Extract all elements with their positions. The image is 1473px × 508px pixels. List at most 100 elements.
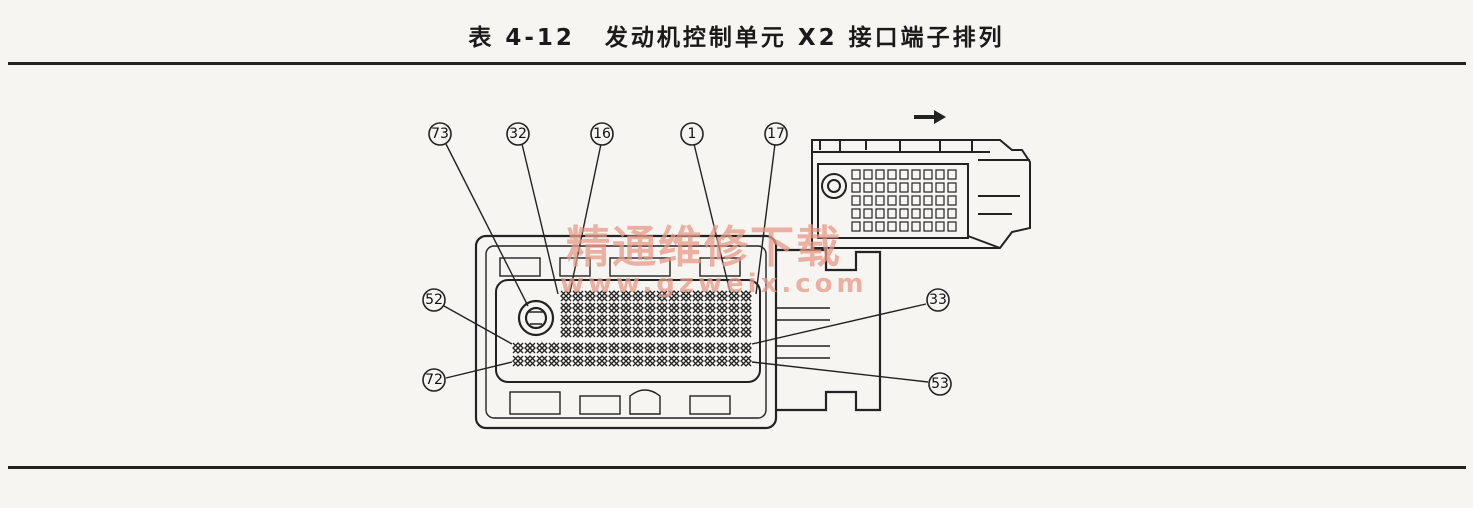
pin-cell bbox=[512, 355, 524, 367]
small-pin-cell bbox=[923, 195, 933, 206]
top-rule bbox=[8, 62, 1466, 65]
pin-cell bbox=[644, 314, 656, 326]
pin-cell bbox=[644, 326, 656, 338]
pin-cell bbox=[692, 290, 704, 302]
pin-cell bbox=[572, 342, 584, 354]
svg-text:33: 33 bbox=[929, 292, 947, 308]
svg-text:17: 17 bbox=[767, 126, 785, 142]
small-pin-cell bbox=[923, 208, 933, 219]
pin-cell bbox=[536, 342, 548, 354]
pin-cell bbox=[596, 342, 608, 354]
pin-cell bbox=[740, 355, 752, 367]
small-pin-cell bbox=[935, 182, 945, 193]
pin-cell bbox=[632, 314, 644, 326]
pin-cell bbox=[692, 314, 704, 326]
pin-cell bbox=[656, 314, 668, 326]
callout-52: 52 bbox=[422, 288, 446, 312]
callout-73: 73 bbox=[428, 122, 452, 146]
pin-cell bbox=[572, 355, 584, 367]
pin-cell bbox=[740, 302, 752, 314]
pin-cell bbox=[548, 355, 560, 367]
pin-cell bbox=[620, 326, 632, 338]
small-pin-cell bbox=[899, 221, 909, 232]
small-pin-cell bbox=[947, 169, 957, 180]
callout-leaders bbox=[443, 143, 929, 383]
pin-cell bbox=[728, 314, 740, 326]
pin-cell bbox=[704, 290, 716, 302]
pin-cell bbox=[596, 302, 608, 314]
pin-cell bbox=[668, 314, 680, 326]
small-pin-cell bbox=[899, 195, 909, 206]
pin-cell bbox=[728, 342, 740, 354]
pin-cell bbox=[560, 355, 572, 367]
watermark-text: 精通维修下载 bbox=[566, 222, 842, 273]
pin-cell bbox=[524, 355, 536, 367]
small-pin-cell bbox=[911, 221, 921, 232]
small-pin-cell bbox=[899, 169, 909, 180]
small-pin-cell bbox=[863, 169, 873, 180]
svg-text:32: 32 bbox=[509, 126, 527, 142]
svg-text:1: 1 bbox=[688, 126, 697, 142]
pin-cell bbox=[644, 302, 656, 314]
pin-cell bbox=[584, 355, 596, 367]
pin-cell bbox=[620, 314, 632, 326]
pin-cell bbox=[728, 326, 740, 338]
table-number: 表 4-12 bbox=[468, 25, 575, 51]
pin-cell bbox=[704, 314, 716, 326]
pin-cell bbox=[680, 314, 692, 326]
small-pin-cell bbox=[851, 195, 861, 206]
small-pin-cell bbox=[899, 208, 909, 219]
pin-cell bbox=[584, 314, 596, 326]
small-pin-cell bbox=[863, 195, 873, 206]
pin-cell bbox=[740, 326, 752, 338]
pin-cell bbox=[704, 326, 716, 338]
pin-cell bbox=[692, 355, 704, 367]
callout-16: 16 bbox=[590, 122, 614, 146]
pin-cell bbox=[560, 326, 572, 338]
pin-cell bbox=[644, 355, 656, 367]
pin-cell bbox=[668, 290, 680, 302]
pin-cell bbox=[584, 290, 596, 302]
small-pin-cell bbox=[935, 195, 945, 206]
pin-cell bbox=[668, 342, 680, 354]
pin-cell bbox=[572, 314, 584, 326]
small-pin-cell bbox=[935, 169, 945, 180]
pin-cell bbox=[524, 342, 536, 354]
small-pin-cell bbox=[935, 221, 945, 232]
pin-cell bbox=[608, 302, 620, 314]
pin-cell bbox=[656, 355, 668, 367]
small-pin-cell bbox=[947, 208, 957, 219]
pin-cell bbox=[656, 302, 668, 314]
small-pin-cell bbox=[911, 195, 921, 206]
pin-cell bbox=[572, 290, 584, 302]
pin-cell bbox=[728, 302, 740, 314]
pin-cell bbox=[632, 326, 644, 338]
small-pin-cell bbox=[851, 208, 861, 219]
pin-cell bbox=[680, 326, 692, 338]
svg-text:72: 72 bbox=[425, 372, 443, 388]
small-pin-cell bbox=[851, 169, 861, 180]
small-pin-cell bbox=[863, 182, 873, 193]
table-caption: 表 4-12 发动机控制单元 X2 接口端子排列 bbox=[0, 18, 1473, 52]
small-pin-cell bbox=[923, 169, 933, 180]
pin-cell bbox=[716, 326, 728, 338]
pin-cell bbox=[704, 355, 716, 367]
connector-side-view bbox=[811, 139, 1031, 249]
pin-cell bbox=[668, 302, 680, 314]
table-title: 发动机控制单元 X2 接口端子排列 bbox=[604, 25, 1005, 51]
callout-72: 72 bbox=[422, 368, 446, 392]
pin-cell bbox=[692, 342, 704, 354]
small-pin-cell bbox=[851, 182, 861, 193]
pin-cell bbox=[632, 355, 644, 367]
pin-cell bbox=[596, 355, 608, 367]
pin-cell bbox=[692, 326, 704, 338]
pin-cell bbox=[704, 302, 716, 314]
small-pin-cell bbox=[875, 182, 885, 193]
pin-cell bbox=[620, 290, 632, 302]
pin-cell bbox=[632, 342, 644, 354]
pin-cell bbox=[656, 342, 668, 354]
pin-cell bbox=[608, 355, 620, 367]
pin-cell bbox=[584, 326, 596, 338]
pin-cell bbox=[572, 302, 584, 314]
